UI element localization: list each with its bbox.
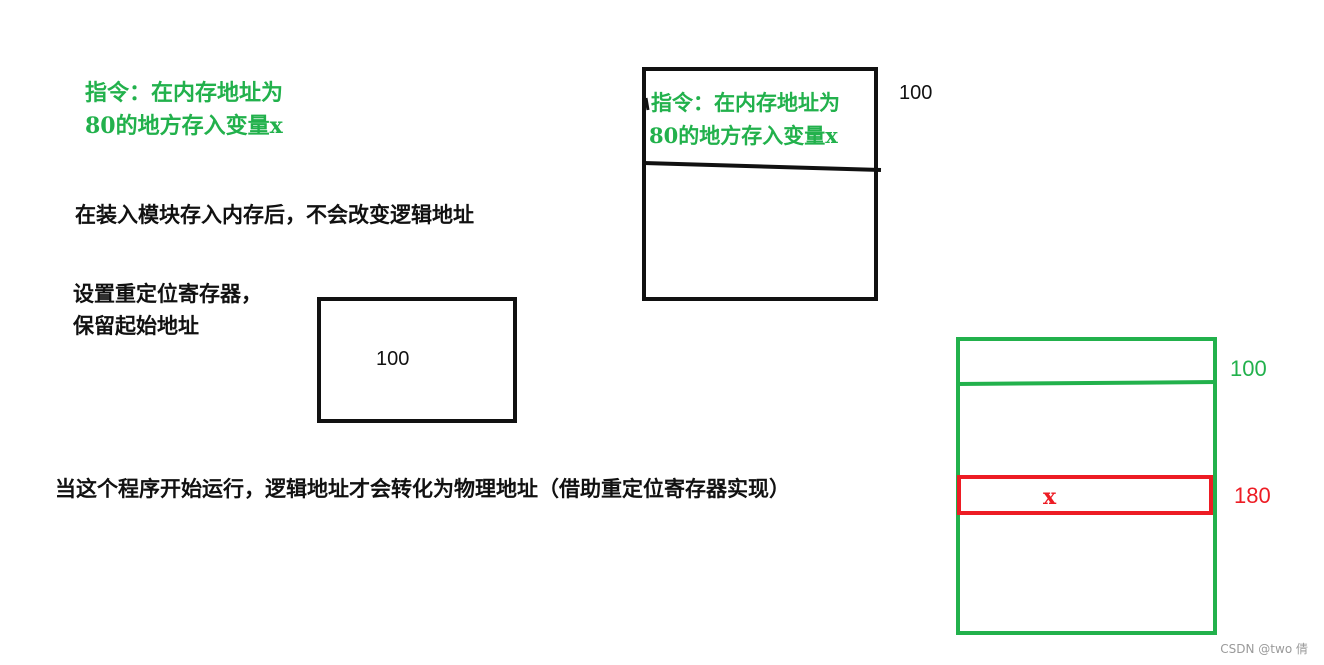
load-module-start-address: 100 xyxy=(899,82,933,104)
instruction-note-line2: 80的地方存入变量x xyxy=(85,113,283,139)
variable-x-label: x xyxy=(1043,484,1057,510)
after-load-note: 在装入模块存入内存后，不会改变逻辑地址 xyxy=(75,202,474,227)
load-module-divider-line xyxy=(643,161,882,172)
variable-x-slot xyxy=(957,475,1213,515)
physical-start-address: 100 xyxy=(1230,356,1267,381)
load-module-block xyxy=(642,67,878,301)
load-module-instruction-line2: 80的地方存入变量x xyxy=(649,123,838,148)
relocation-note-line2: 保留起始地址 xyxy=(73,313,199,338)
physical-memory-divider-line xyxy=(957,380,1218,386)
relocation-register-value: 100 xyxy=(376,348,410,370)
csdn-watermark: CSDN @two 倩 xyxy=(1220,642,1308,656)
relocation-note-line1: 设置重定位寄存器， xyxy=(73,281,262,306)
relocation-register-box xyxy=(317,297,517,423)
instruction-note-line1: 指令：在内存地址为 xyxy=(85,80,284,106)
runtime-note: 当这个程序开始运行，逻辑地址才会转化为物理地址（借助重定位寄存器实现） xyxy=(55,476,790,501)
physical-variable-address: 180 xyxy=(1234,483,1271,508)
load-module-top-tick xyxy=(644,97,650,111)
load-module-instruction-line1: 指令：在内存地址为 xyxy=(651,90,840,115)
